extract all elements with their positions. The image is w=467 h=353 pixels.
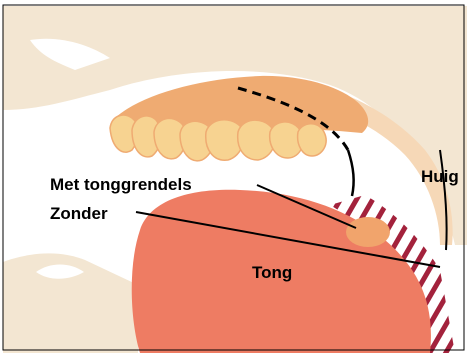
label-tongue: Tong bbox=[252, 263, 292, 282]
label-without-device: Zonder bbox=[50, 204, 108, 223]
tongue-lock-position bbox=[346, 217, 390, 247]
label-uvula: Huig bbox=[421, 167, 459, 186]
label-with-device: Met tonggrendels bbox=[50, 175, 192, 194]
